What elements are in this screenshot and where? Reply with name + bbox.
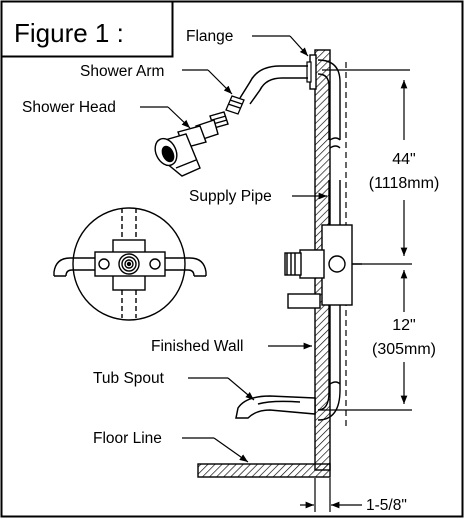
tub-spout	[235, 395, 316, 419]
dim-wall-offset: 1-5/8"	[366, 497, 407, 514]
callout-leaders	[140, 35, 327, 463]
floor-slab	[197, 463, 331, 478]
shower-arm	[239, 65, 308, 105]
arm-connector	[225, 95, 245, 115]
label-floor-line: Floor Line	[93, 430, 162, 447]
label-tub-spout: Tub Spout	[93, 370, 165, 387]
valve-body-side	[284, 224, 362, 309]
valve-front-view	[53, 207, 207, 321]
dim-upper-value: 44"	[392, 151, 415, 168]
dim-lower-metric: (305mm)	[372, 341, 436, 358]
flange	[306, 54, 317, 90]
label-shower-head: Shower Head	[22, 99, 116, 116]
label-flange: Flange	[186, 28, 233, 45]
dim-lower-value: 12"	[392, 317, 415, 334]
label-shower-arm: Shower Arm	[80, 63, 164, 80]
label-finished-wall: Finished Wall	[151, 338, 243, 355]
figure-title: Figure 1 :	[14, 18, 124, 48]
dimension-lines	[300, 69, 412, 512]
label-supply-pipe: Supply Pipe	[189, 188, 272, 205]
shower-head	[154, 111, 229, 177]
figure-title-box: Figure 1 :	[0, 0, 174, 58]
dim-upper-metric: (1118mm)	[369, 175, 440, 192]
